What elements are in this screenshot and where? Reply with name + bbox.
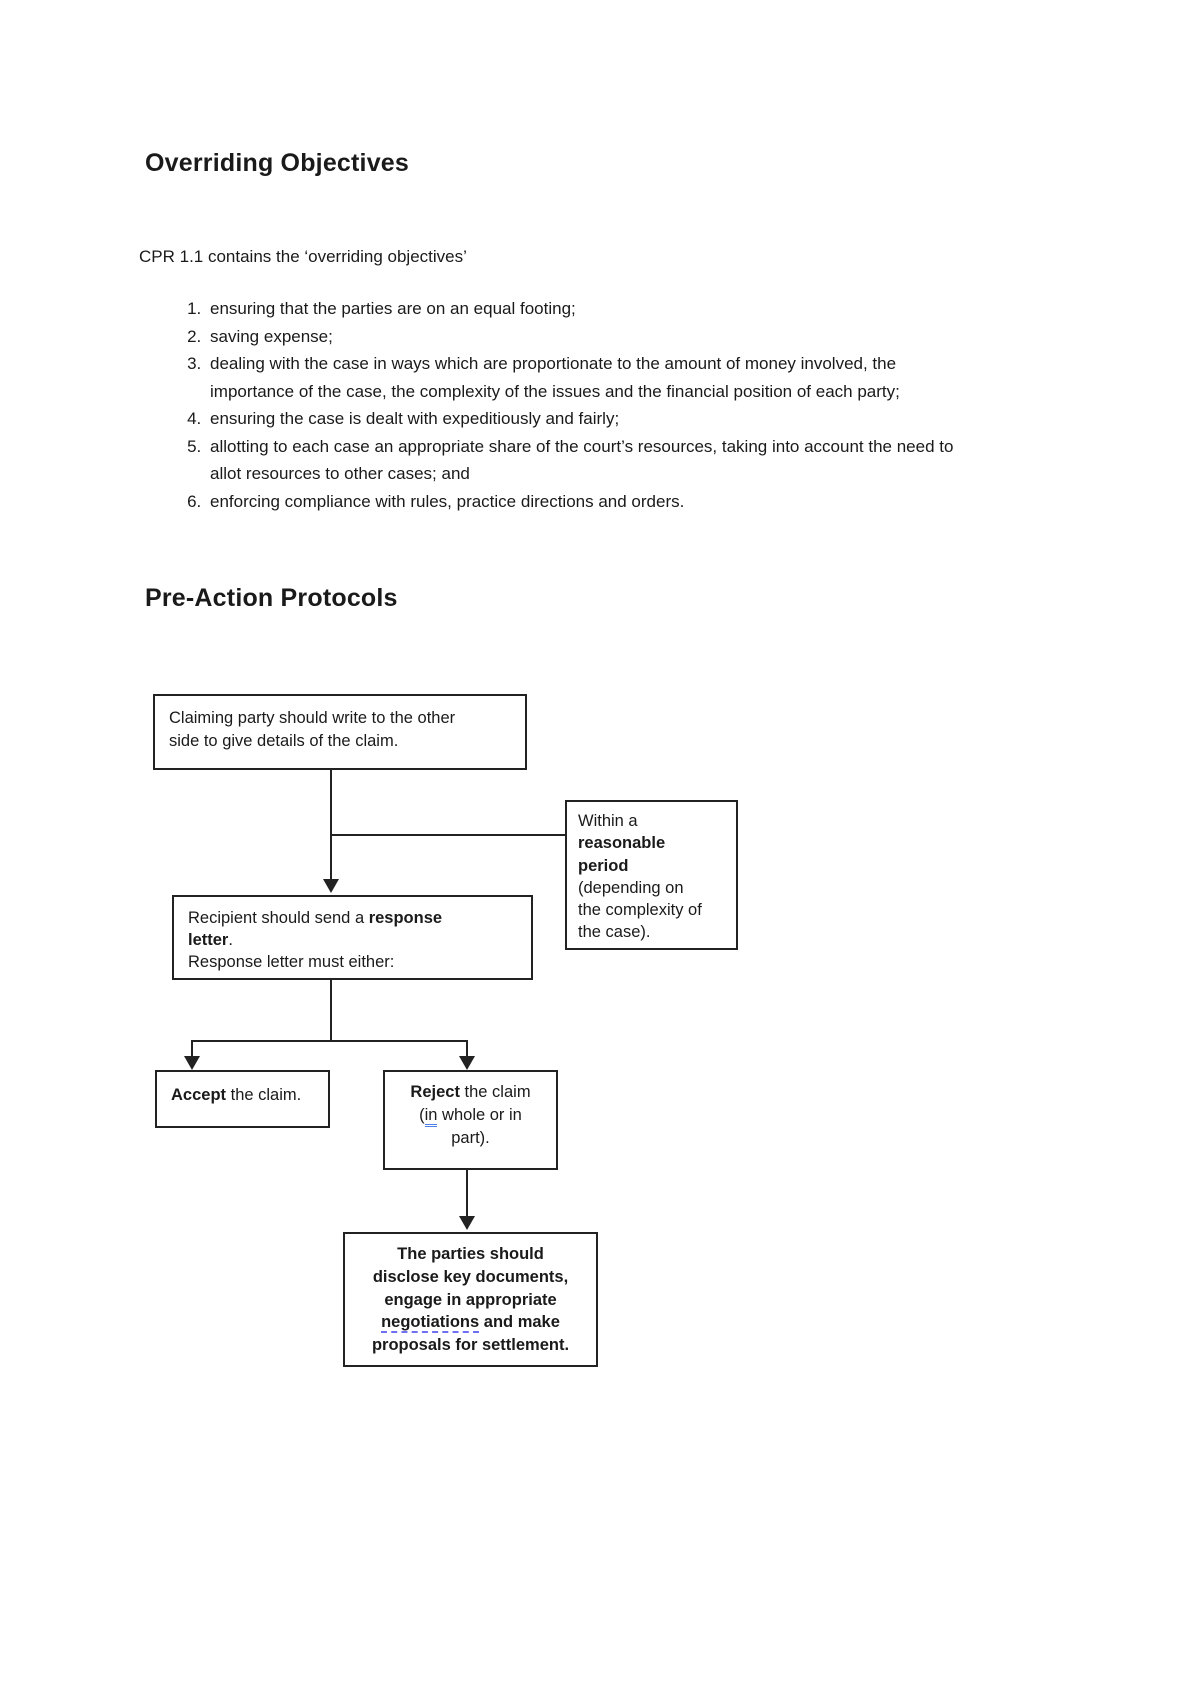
arrowhead-down-icon: [184, 1056, 200, 1070]
list-item: allotting to each case an appropriate sh…: [206, 433, 969, 488]
claiming-party-box: Claiming party should write to the other…: [153, 694, 527, 770]
connector-branch-horizontal: [191, 1040, 468, 1042]
section-title-pre-action-protocols: Pre-Action Protocols: [145, 584, 398, 612]
list-item: ensuring the case is dealt with expediti…: [206, 405, 969, 433]
accept-claim-box: Accept the claim.: [155, 1070, 330, 1128]
arrowhead-down-icon: [459, 1216, 475, 1230]
page-title: Overriding Objectives: [145, 149, 410, 177]
connector-recipient-down: [330, 980, 332, 1040]
connector-to-accept: [191, 1040, 193, 1056]
intro-paragraph: CPR 1.1 contains the ‘overriding objecti…: [139, 247, 467, 266]
arrowhead-down-icon: [323, 879, 339, 893]
connector-to-reject: [466, 1040, 468, 1056]
objectives-list: ensuring that the parties are on an equa…: [139, 295, 969, 515]
connector-to-within-box: [330, 834, 565, 836]
connector-reject-to-parties: [466, 1170, 468, 1216]
list-item: enforcing compliance with rules, practic…: [206, 488, 969, 516]
connector-claiming-to-recipient: [330, 770, 332, 879]
list-item: dealing with the case in ways which are …: [206, 350, 969, 405]
list-item: ensuring that the parties are on an equa…: [206, 295, 969, 323]
arrowhead-down-icon: [459, 1056, 475, 1070]
list-item: saving expense;: [206, 323, 969, 351]
